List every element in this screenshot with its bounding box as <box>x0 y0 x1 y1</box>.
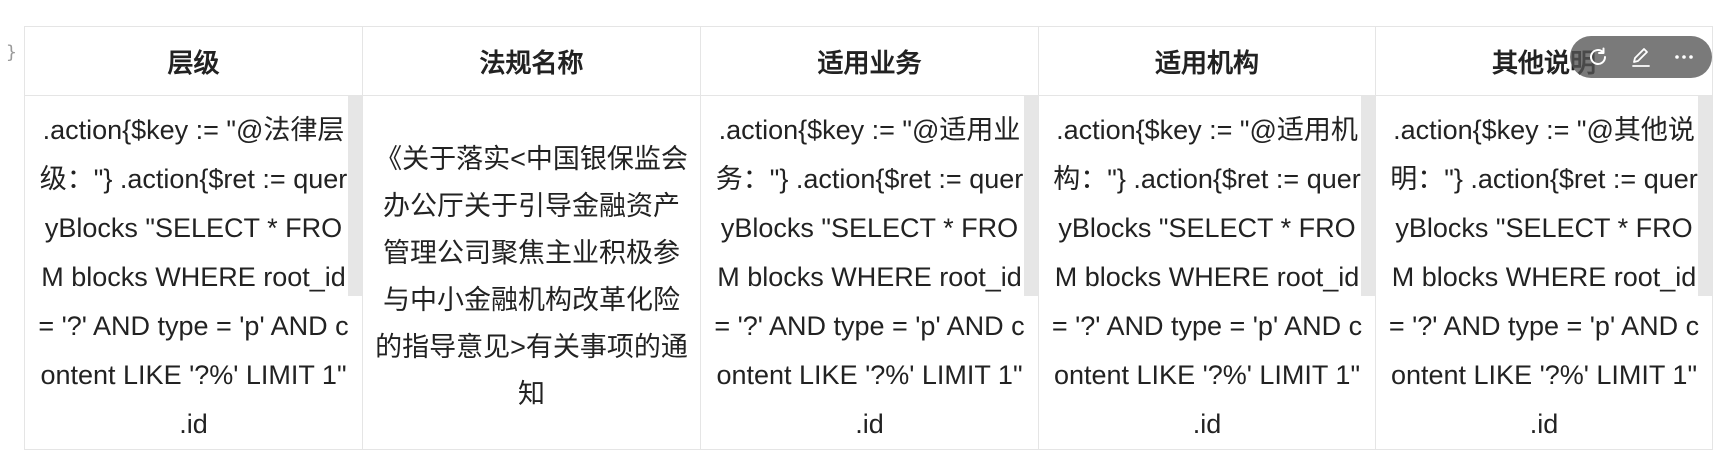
cell-scrollbar[interactable] <box>1024 96 1038 296</box>
cell-applicable-business-text: .action{$key := "@适用业务："} .action{$ret :… <box>714 115 1025 439</box>
code-brace: } <box>6 42 17 63</box>
cell-scrollbar[interactable] <box>348 96 362 296</box>
cell-other-notes-text: .action{$key := "@其他说明："} .action{$ret :… <box>1388 115 1700 439</box>
cell-scrollbar[interactable] <box>1698 96 1712 296</box>
block-hover-toolbar <box>1570 36 1712 78</box>
header-level: 层级 <box>24 26 363 96</box>
table-row: .action{$key := "@法律层级："} .action{$ret :… <box>24 95 1713 450</box>
header-regulation-name: 法规名称 <box>362 26 701 96</box>
cell-applicable-institution-text: .action{$key := "@适用机构："} .action{$ret :… <box>1051 115 1363 439</box>
cell-other-notes[interactable]: .action{$key := "@其他说明："} .action{$ret :… <box>1375 95 1713 450</box>
cell-regulation-name[interactable]: 《关于落实<中国银保监会办公厅关于引导金融资产管理公司聚焦主业积极参与中小金融机… <box>362 95 701 450</box>
cell-scrollbar[interactable] <box>1361 96 1375 296</box>
cell-regulation-name-text: 《关于落实<中国银保监会办公厅关于引导金融资产管理公司聚焦主业积极参与中小金融机… <box>375 144 688 409</box>
table-header-row: 层级 法规名称 适用业务 适用机构 其他说明 <box>24 26 1713 96</box>
more-button[interactable] <box>1666 40 1702 74</box>
cell-level-text: .action{$key := "@法律层级："} .action{$ret :… <box>38 115 349 439</box>
cell-applicable-business[interactable]: .action{$key := "@适用业务："} .action{$ret :… <box>700 95 1039 450</box>
header-applicable-business: 适用业务 <box>700 26 1039 96</box>
cell-level[interactable]: .action{$key := "@法律层级："} .action{$ret :… <box>24 95 363 450</box>
more-icon <box>1675 55 1694 59</box>
edit-icon <box>1632 48 1650 67</box>
refresh-icon <box>1589 47 1606 65</box>
cell-applicable-institution[interactable]: .action{$key := "@适用机构："} .action{$ret :… <box>1038 95 1376 450</box>
refresh-button[interactable] <box>1580 40 1616 74</box>
rules-table: 层级 法规名称 适用业务 适用机构 其他说明 .action{$key := "… <box>24 26 1713 450</box>
header-applicable-institution: 适用机构 <box>1038 26 1376 96</box>
edit-button[interactable] <box>1623 40 1659 74</box>
